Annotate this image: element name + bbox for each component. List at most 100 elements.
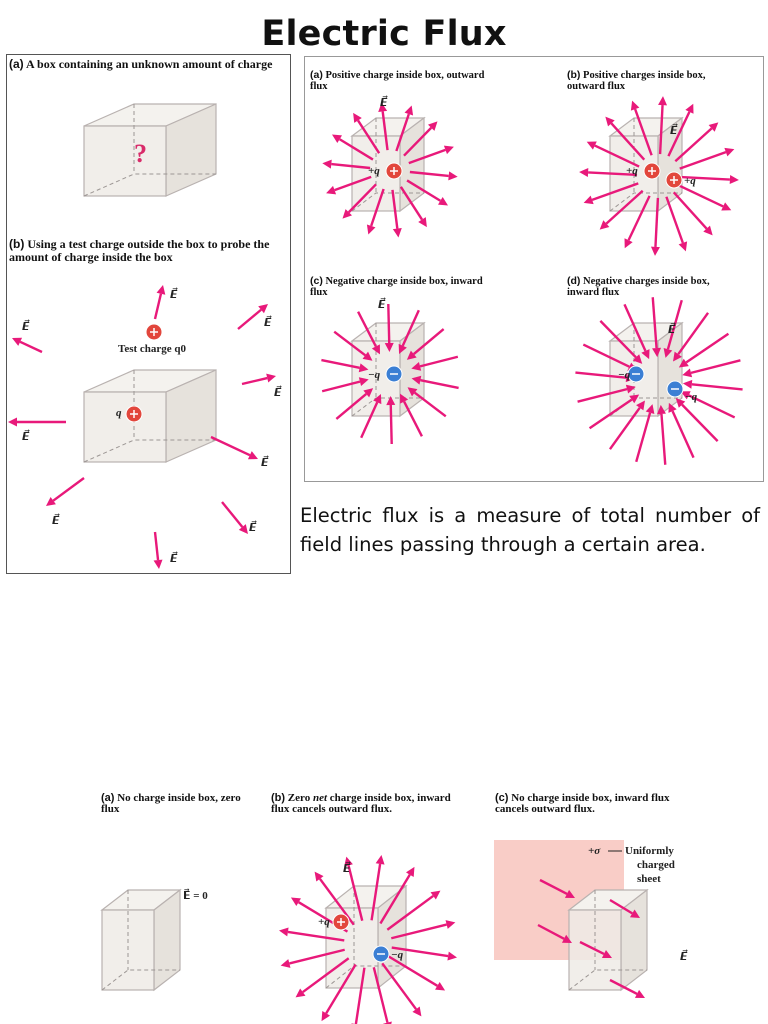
caption-right-d: (d) Negative charges inside box, inward … [567, 275, 710, 299]
field-arrow-head [579, 167, 589, 177]
field-arrow-shaft [357, 311, 377, 347]
field-arrow-head [295, 988, 306, 998]
field-arrow-shaft [360, 401, 379, 439]
field-arrow-head [605, 116, 615, 127]
field-arrow-head [630, 100, 640, 111]
caption-right-a: (a) Positive charge inside box, outward … [310, 69, 485, 93]
field-arrow-head [392, 227, 402, 238]
field-arrow-shaft [406, 179, 441, 202]
field-arrow-shaft [391, 923, 447, 940]
field-label: −q [685, 391, 698, 403]
bottom-field-arrows [279, 855, 645, 1024]
box-hidden-edges [568, 969, 647, 991]
field-arrow-shaft [685, 332, 730, 364]
caption-bottom-b: (b) Zero net charge inside box, inward f… [271, 792, 451, 815]
field-arrow-head [678, 358, 689, 368]
sheet-label: Uniformly [625, 845, 674, 857]
field-arrow-head [445, 920, 456, 929]
field-arrow-shaft [387, 303, 391, 344]
right-labels: +qE⃗+q+qE⃗−qE⃗−q−qE⃗ [368, 95, 698, 403]
field-label: E⃗ [670, 123, 678, 137]
field-arrow-shaft [599, 320, 637, 359]
field-arrow-head [682, 379, 693, 389]
field-label: +q [626, 165, 638, 177]
field-arrow-shaft [539, 878, 568, 895]
field-arrow-shaft [356, 119, 381, 154]
field-arrow-shaft [412, 328, 445, 356]
field-label: −q [391, 949, 404, 961]
field-arrow-shaft [609, 898, 633, 915]
field-arrow-shaft [680, 175, 730, 181]
field-arrow-head [353, 112, 362, 123]
field-arrow-shaft [153, 531, 160, 561]
field-arrow-shaft [635, 412, 652, 463]
right-field-arrows [321, 96, 743, 465]
sheet-label-line: sheet [637, 873, 661, 885]
field-arrow-head [362, 351, 373, 361]
field-arrow-head [375, 855, 385, 865]
field-arrow-head [564, 889, 575, 898]
field-arrow-shaft [608, 407, 641, 450]
field-arrow-head [386, 395, 396, 406]
field-arrow-shaft [588, 398, 633, 430]
field-arrow-shaft [666, 299, 683, 350]
field-arrow-shaft [420, 378, 459, 390]
field-arrow-head [371, 344, 380, 355]
field-arrow-head [378, 102, 388, 113]
field-label: E⃗ [380, 95, 388, 109]
field-arrow-shaft [651, 297, 658, 349]
box-hidden-edges [351, 397, 424, 417]
field-arrow-head [153, 559, 163, 569]
field-label: +q [684, 175, 696, 187]
caption-a: (a) A box containing an unknown amount o… [9, 57, 273, 71]
field-label: −q [368, 369, 381, 381]
bottom-boxes [100, 884, 649, 992]
field-label: E⃗ [378, 297, 386, 311]
right-charges [385, 162, 684, 398]
field-arrow-shaft [335, 392, 368, 420]
caption-bottom-c: (c) No charge inside box, inward flux ca… [495, 792, 670, 815]
left-charges [125, 323, 163, 423]
field-arrow-head [156, 285, 166, 295]
field-arrow-shaft [671, 410, 695, 459]
field-arrow-shaft [321, 358, 360, 370]
field-arrow-shaft [401, 309, 420, 347]
field-arrow-head [407, 387, 418, 397]
field-arrow-head [656, 404, 666, 415]
field-arrow-head [411, 362, 422, 371]
field-arrow-head [435, 981, 446, 991]
field-arrow-shaft [287, 930, 345, 942]
field-arrow-head [400, 393, 409, 404]
field-arrow-shaft [241, 376, 268, 386]
field-arrow-shaft [690, 359, 741, 375]
box-front-face [83, 391, 167, 463]
field-arrow-head [658, 96, 668, 106]
box-b [83, 369, 217, 463]
field-arrow-shaft [609, 978, 638, 995]
field-arrow-shaft [678, 184, 724, 208]
field-arrow-shaft [677, 312, 710, 355]
zero-field-label: E⃗ = 0 [183, 888, 208, 902]
field-arrow-shaft [347, 183, 377, 214]
field-arrow-shaft [19, 340, 43, 354]
bottom-charges [332, 913, 390, 963]
field-arrow-head [430, 890, 441, 900]
field-arrow-shaft [681, 403, 719, 442]
field-arrow-shaft [403, 401, 423, 437]
field-arrow-shaft [610, 122, 646, 161]
field-arrow-head [724, 147, 735, 157]
field-arrow-shaft [395, 113, 410, 152]
field-arrow-shaft [403, 126, 433, 157]
field-arrow-shaft [318, 878, 355, 926]
field-arrow-head [373, 394, 382, 405]
sheet-label-line: charged [637, 859, 675, 871]
field-arrow-shaft [674, 127, 713, 163]
field-arrow-head [601, 949, 612, 958]
field-arrow-head [703, 225, 713, 236]
unknown-charge-mark: ? [134, 139, 147, 168]
field-arrow-shaft [537, 923, 565, 940]
field-arrow-shaft [325, 963, 357, 1014]
field-arrow-head [437, 196, 449, 206]
